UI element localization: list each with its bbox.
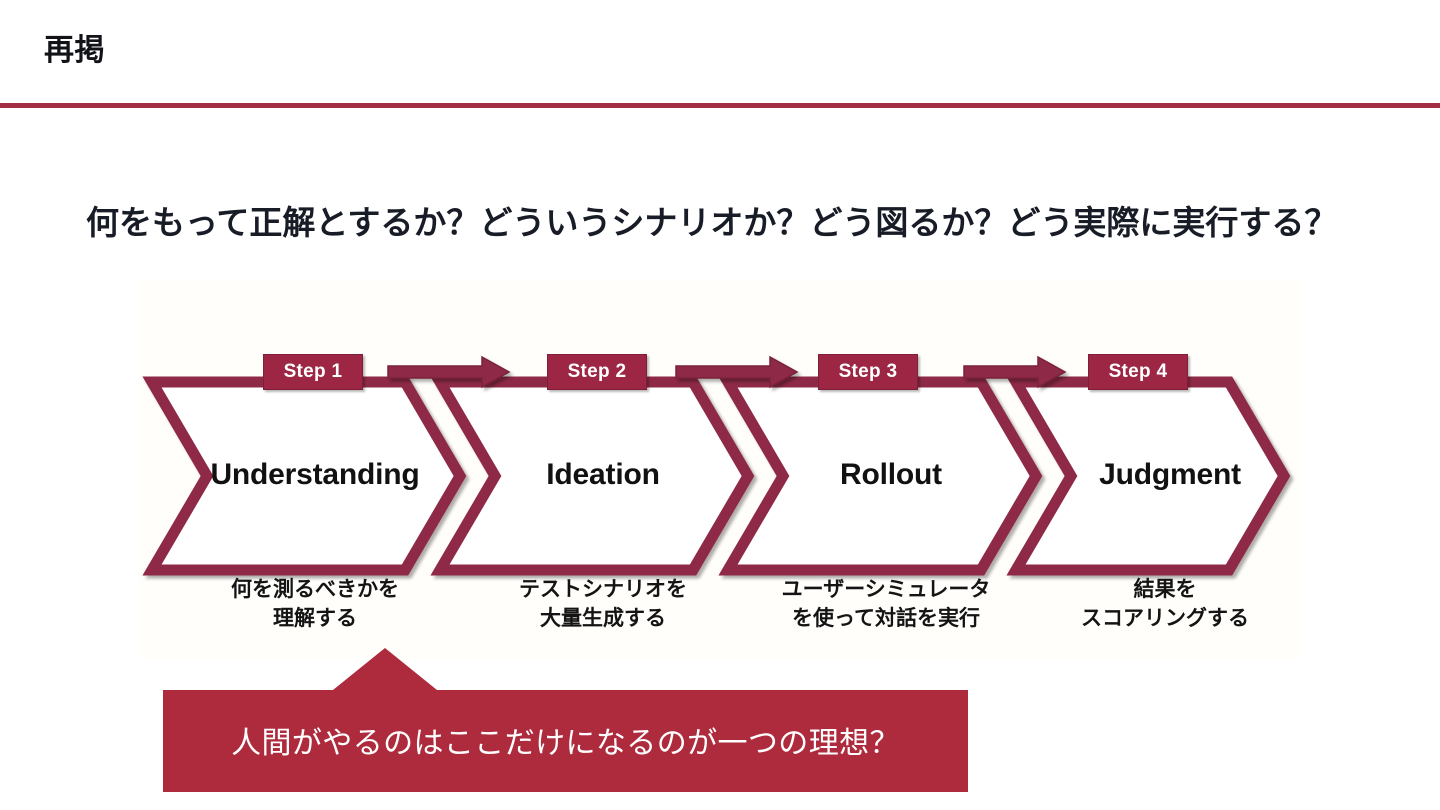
- caption-line: テストシナリオを: [519, 578, 687, 601]
- step-badge-3[interactable]: Step 3: [818, 354, 918, 390]
- chevron-title-2: Ideation: [546, 458, 660, 491]
- caption-line: スコアリングする: [1081, 606, 1249, 630]
- caption-line: 何を測るべきかを: [231, 578, 399, 601]
- caption-step-2: テストシナリオを 大量生成する: [458, 576, 748, 634]
- step-badge-1[interactable]: Step 1: [263, 354, 363, 390]
- right-arrow-icon-3: [963, 355, 1067, 389]
- page-title: 再掲: [44, 34, 105, 67]
- caption-line: 大量生成する: [540, 606, 666, 630]
- chevron-step-2: [430, 376, 755, 576]
- caption-step-4: 結果を スコアリングする: [1020, 576, 1310, 634]
- process-flow-diagram: Step 1 Step 2 Step 3 Step 4 Understandin…: [140, 280, 1300, 660]
- chevron-title-1: Understanding: [210, 458, 420, 491]
- chevron-step-1: [142, 376, 467, 576]
- caption-step-3: ユーザーシミュレータ を使って対話を実行: [736, 576, 1036, 634]
- callout-shape-svg: [163, 648, 968, 792]
- chevron-step-3: [718, 376, 1043, 576]
- lead-paragraph: 何をもって正解とするか？どういうシナリオか？どう図るか？どう実際に実行する？: [86, 204, 1338, 241]
- step-badge-4[interactable]: Step 4: [1088, 354, 1188, 390]
- chevron-title-3: Rollout: [840, 458, 942, 491]
- caption-line: 結果を: [1133, 578, 1197, 601]
- caption-line: を使って対話を実行: [792, 606, 980, 630]
- right-arrow-icon-1: [387, 355, 511, 389]
- title-divider-rule: [0, 103, 1440, 108]
- chevron-title-4: Judgment: [1099, 458, 1241, 491]
- right-arrow-icon-2: [675, 355, 799, 389]
- callout-text: 人間がやるのはここだけになるのが一つの理想？: [231, 727, 900, 760]
- chevron-step-4: [1006, 376, 1291, 576]
- caption-step-1: 何を測るべきかを 理解する: [170, 576, 460, 634]
- caption-line: 理解する: [273, 606, 357, 630]
- flow-chevrons-svg: [142, 355, 1291, 576]
- step-badge-2[interactable]: Step 2: [547, 354, 647, 390]
- caption-line: ユーザーシミュレータ: [781, 578, 991, 601]
- callout-banner: 人間がやるのはここだけになるのが一つの理想？: [163, 644, 968, 792]
